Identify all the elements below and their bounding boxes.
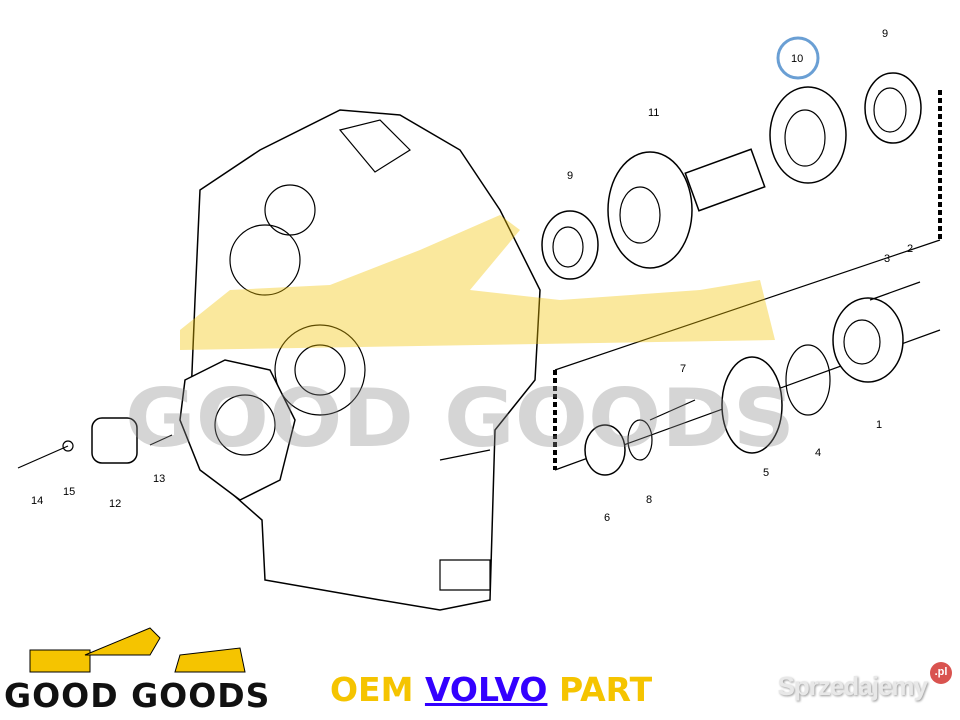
callout-14: 14	[31, 495, 43, 507]
brand-link[interactable]: VOLVO	[424, 670, 548, 709]
callout-1: 1	[876, 419, 882, 431]
callout-7: 7	[680, 363, 686, 375]
site-badge-tld: .pl	[930, 662, 952, 684]
bolt-2	[869, 281, 921, 301]
bolt-7	[649, 399, 696, 421]
callout-9-upper: 9	[882, 28, 888, 40]
caption-suffix: PART	[558, 670, 653, 709]
caption-prefix: OEM	[330, 670, 414, 709]
bearing-9-upper	[864, 72, 922, 144]
truck-silhouette-icon	[180, 215, 775, 350]
callout-11: 11	[648, 107, 659, 119]
transmission-housing	[179, 109, 541, 611]
gear-11	[607, 148, 766, 269]
cover-1	[832, 297, 904, 383]
pin-13	[149, 434, 173, 446]
bearing-9-lower	[541, 210, 599, 280]
plug-6	[584, 424, 626, 476]
callout-12: 12	[109, 498, 121, 510]
callout-9-lower: 9	[567, 170, 573, 182]
watermark-text: GOOD GOODS	[125, 372, 795, 465]
bolt-14	[17, 445, 69, 469]
site-badge-text: Sprzedajemy	[777, 671, 928, 701]
callout-4: 4	[815, 447, 821, 459]
gasket-5	[721, 356, 783, 454]
callout-3: 3	[884, 253, 890, 265]
o-ring-4	[785, 344, 831, 416]
callout-10: 10	[791, 53, 803, 65]
part-12	[91, 417, 138, 464]
excavator-and-dump-truck-icon	[29, 627, 246, 673]
callout-2: 2	[907, 243, 913, 255]
callout-15: 15	[63, 486, 75, 498]
logo-text: GOOD GOODS	[4, 676, 271, 715]
site-badge: Sprzedajemy .pl	[778, 662, 952, 702]
watermark: GOOD GOODS	[125, 215, 795, 465]
gear-10	[769, 86, 847, 184]
washer-15	[62, 440, 74, 452]
boundary-line	[553, 90, 942, 470]
highlight-circle	[776, 36, 820, 80]
caption: OEM VOLVO PART	[330, 670, 652, 709]
callout-13: 13	[153, 473, 165, 485]
seal-8	[627, 419, 653, 461]
callout-6: 6	[604, 512, 610, 524]
callout-5: 5	[763, 467, 769, 479]
callout-8: 8	[646, 494, 652, 506]
